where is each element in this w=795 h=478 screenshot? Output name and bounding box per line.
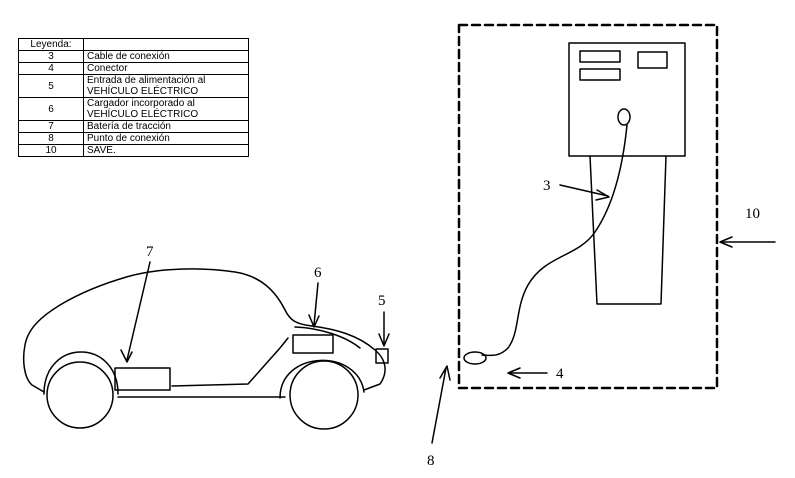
arrow-7-line: [126, 261, 151, 361]
label-3: 3: [543, 178, 551, 194]
car-arrows: [120, 261, 390, 363]
rear-wheel: [46, 361, 114, 429]
legend-row: 10 SAVE.: [18, 144, 249, 157]
car-window-line: [294, 326, 361, 349]
electric-vehicle: [22, 268, 389, 430]
arrow-6-head: [308, 314, 320, 328]
legend-row: 3 Cable de conexión: [18, 50, 249, 63]
legend-num: 10: [18, 144, 84, 157]
traction-battery-box: [114, 367, 171, 391]
label-5: 5: [378, 293, 386, 309]
arrow-8-line: [431, 367, 447, 444]
arrow-7-head: [120, 349, 133, 363]
onboard-charger-box: [292, 334, 334, 354]
legend-text: Entrada de alimentación al VEHÍCULO ELÉC…: [83, 74, 249, 98]
front-wheel-arch: [279, 359, 365, 399]
arrow-3-head: [595, 189, 610, 201]
car-door-line: [171, 337, 289, 387]
cable-holder: [617, 108, 631, 126]
connection-cable: [481, 124, 628, 357]
arrow-6-line: [313, 282, 319, 326]
label-8: 8: [427, 453, 435, 469]
station-display-1: [579, 50, 621, 63]
label-4: 4: [556, 366, 564, 382]
station-head: [568, 42, 686, 157]
front-wheel: [289, 360, 359, 430]
label-7: 7: [146, 244, 154, 260]
arrow-3-line: [559, 184, 609, 197]
label-6: 6: [314, 265, 322, 281]
arrow-8-head: [439, 365, 451, 381]
connector-plug: [463, 351, 487, 365]
station-display-3: [637, 51, 668, 69]
arrow-10-head: [719, 236, 733, 248]
station-pedestal: [589, 155, 667, 305]
arrow-4-head: [507, 367, 521, 379]
charging-station: [463, 42, 686, 365]
label-10: 10: [745, 206, 760, 222]
legend-table: Leyenda: 3 Cable de conexión 4 Conector …: [18, 38, 249, 157]
legend-text: SAVE.: [83, 144, 249, 157]
legend-row: 8 Punto de conexión: [18, 132, 249, 145]
connection-point-boundary: [457, 23, 719, 390]
car-body-outline: [22, 268, 386, 393]
power-inlet-box: [375, 348, 389, 364]
arrow-5-head: [378, 333, 390, 347]
station-arrows: [431, 184, 776, 444]
legend-row: 5 Entrada de alimentación al VEHÍCULO EL…: [18, 74, 249, 98]
station-display-2: [579, 68, 621, 81]
